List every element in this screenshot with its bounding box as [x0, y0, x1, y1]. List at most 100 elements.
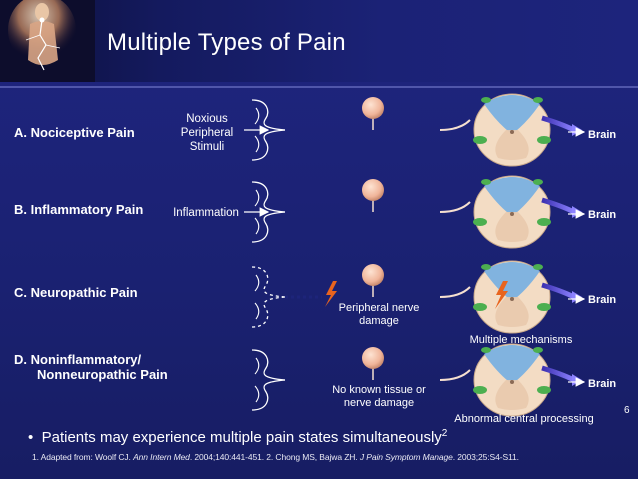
receptor-ending	[251, 266, 286, 298]
references-footnote: 1. Adapted from: Woolf CJ. Ann Intern Me…	[32, 452, 519, 462]
green-tract	[533, 347, 543, 353]
lightning-bolt-icon	[325, 281, 337, 307]
ascending-tract	[541, 282, 576, 300]
receptor-ending	[251, 349, 286, 381]
axon-entry	[439, 201, 471, 213]
caption-line: No known tissue or	[332, 384, 426, 396]
green-tract	[473, 136, 487, 144]
green-tract	[537, 136, 551, 144]
lightning-bolt-icon	[495, 281, 508, 309]
brain-label-a: Brain	[588, 129, 617, 141]
footnote-text: 1. Adapted from: Woolf CJ.	[32, 452, 134, 462]
stimulus-noxious: Noxious Peripheral Stimuli	[172, 112, 242, 154]
green-tract	[481, 347, 491, 353]
receptor-ending	[254, 189, 260, 207]
green-tract	[533, 179, 543, 185]
green-tract	[473, 386, 487, 394]
caption-peripheral-nerve-damage: Peripheral nerve damage	[334, 302, 424, 328]
receptor-ending	[251, 296, 286, 328]
dorsal-horn	[484, 95, 540, 134]
ventral-horn	[495, 212, 529, 242]
receptor-ending	[254, 107, 260, 125]
bullet-text: Patients may experience multiple pain st…	[41, 429, 442, 446]
green-tract	[481, 97, 491, 103]
row-label-neuropathic: C. Neuropathic Pain	[14, 285, 138, 300]
receptor-ending	[251, 99, 286, 131]
row-label-line-2: Nonneuropathic Pain	[37, 367, 168, 382]
human-figure-image	[0, 0, 95, 82]
ascending-tract-head	[572, 124, 582, 136]
stimulus-line: Peripheral	[180, 127, 234, 139]
central-canal	[510, 212, 514, 216]
central-canal	[510, 380, 514, 384]
dorsal-horn	[484, 345, 540, 384]
green-tract	[537, 218, 551, 226]
caption-no-known-damage: No known tissue or nerve damage	[324, 384, 434, 410]
page-number: 6	[624, 405, 630, 416]
row-label-inflammatory: B. Inflammatory Pain	[14, 202, 144, 217]
header-band	[0, 0, 638, 82]
footnote-journal: Ann Intern Med	[133, 452, 190, 462]
axon-entry	[439, 119, 471, 131]
bullet-citation: 2	[441, 428, 448, 439]
axon-entry	[439, 369, 471, 381]
green-tract	[533, 97, 543, 103]
footnote-text: . 2004;140:441-451. 2. Chong MS, Bajwa Z…	[189, 452, 360, 462]
central-canal	[510, 297, 514, 301]
footnote-text: . 2003;25:S4-S11.	[452, 452, 519, 462]
ventral-horn	[495, 130, 529, 160]
ascending-tract-head	[572, 291, 582, 303]
receptor-ending	[254, 274, 260, 292]
ascending-tract	[541, 365, 576, 383]
caption-multiple-mechanisms: Multiple mechanisms	[469, 334, 573, 346]
summary-bullet: • Patients may experience multiple pain …	[28, 428, 447, 446]
green-tract	[537, 303, 551, 311]
ventral-horn	[495, 297, 529, 327]
footnote-journal: J Pain Symptom Manage	[359, 452, 453, 462]
stimulus-inflammation: Inflammation	[173, 207, 239, 219]
receptor-ending	[251, 379, 286, 411]
ascending-tract-head	[572, 374, 582, 386]
neuron-cell-body	[362, 347, 384, 369]
stimulus-line: Noxious	[186, 113, 228, 125]
brain-label-d: Brain	[588, 378, 617, 390]
receptor-ending	[254, 135, 260, 153]
brain-label-b: Brain	[588, 209, 617, 221]
caption-line: nerve damage	[343, 397, 415, 409]
green-tract	[481, 179, 491, 185]
header-divider	[0, 86, 638, 88]
receptor-ending	[251, 129, 286, 161]
ascending-tract	[541, 197, 576, 215]
axon-entry	[439, 286, 471, 298]
receptor-ending	[254, 385, 260, 403]
receptor-ending	[254, 217, 260, 235]
caption-abnormal-central-processing: Abnormal central processing	[454, 413, 594, 425]
neuron-cell-body	[362, 179, 384, 201]
dorsal-horn	[484, 177, 540, 216]
central-canal	[510, 130, 514, 134]
green-tract	[481, 264, 491, 270]
dorsal-horn	[484, 262, 540, 301]
row-label-nociceptive: A. Nociceptive Pain	[14, 125, 135, 140]
ascending-tract-head	[572, 206, 582, 218]
neuron-cell-body	[362, 97, 384, 119]
ventral-horn	[495, 380, 529, 410]
row-label-line-1: D. Noninflammatory/	[14, 352, 142, 367]
receptor-ending	[251, 211, 286, 243]
receptor-ending	[254, 302, 260, 320]
receptor-ending	[251, 181, 286, 213]
neuron-cell-body	[362, 264, 384, 286]
receptor-ending	[254, 357, 260, 375]
caption-line: damage	[359, 315, 399, 327]
caption-line: Peripheral nerve	[338, 302, 420, 314]
stimulus-line: Stimuli	[189, 141, 225, 153]
ascending-tract	[541, 115, 576, 133]
slide-title: Multiple Types of Pain	[107, 29, 346, 56]
bullet-dot: •	[28, 429, 42, 446]
green-tract	[537, 386, 551, 394]
green-tract	[533, 264, 543, 270]
green-tract	[473, 303, 487, 311]
row-label-noninflammatory: D. Noninflammatory/ Nonneuropathic Pain	[14, 352, 168, 382]
brain-label-c: Brain	[588, 294, 617, 306]
